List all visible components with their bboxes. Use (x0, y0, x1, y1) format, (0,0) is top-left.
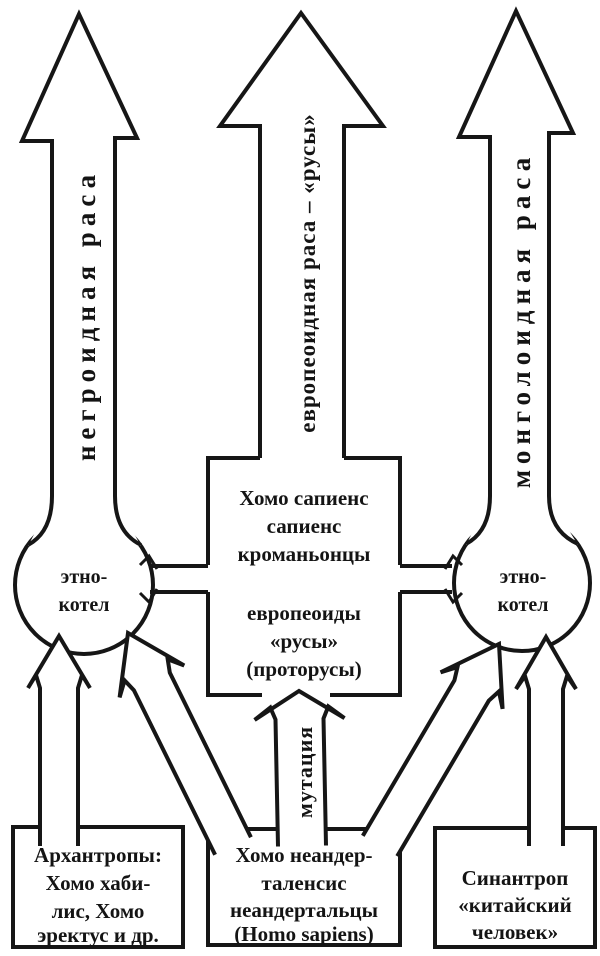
arrow-neanderthal-to-right-cauldron (361, 640, 505, 858)
right-upper-arrowhead-icon (443, 553, 464, 570)
central-box-line-2: сапиенс (267, 514, 342, 538)
negroid-race-label: негроидная раса (71, 169, 101, 461)
europeoid-race-label: европеоидная раса – «русы» (295, 113, 320, 432)
cauldron-right-label-2: котел (498, 594, 549, 616)
central-box-line-1: Хомо сапиенс (239, 486, 368, 510)
arrow-neanderthal-to-left-cauldron (117, 629, 253, 856)
cauldron-right-label-1: этно- (500, 566, 547, 588)
block-arrows-group (26, 629, 578, 858)
archanthropus-line-1: Архантропы: (34, 843, 162, 867)
central-box-line-5: «русы» (270, 629, 338, 653)
central-box-line-6: (проторусы) (246, 657, 362, 681)
sinanthropus-line-3: человек» (472, 920, 558, 944)
central-box-line-4: европеоиды (247, 601, 361, 625)
left-upper-arrowhead-icon (138, 553, 159, 570)
neanderthal-line-2: таленсис (261, 871, 346, 895)
neanderthal-line-3: неандертальцы (230, 898, 378, 922)
archanthropus-line-4: эректус и др. (37, 923, 159, 947)
archanthropus-line-3: лис, Хомо (52, 899, 145, 923)
central-box (206, 456, 402, 697)
arrow-archanthropus-to-left-cauldron (26, 632, 92, 846)
left-lower-arrowhead-icon (138, 588, 159, 605)
right-lower-arrowhead-icon (443, 588, 464, 605)
arrow-sinanthropus-to-right-cauldron (514, 632, 578, 846)
europeoid-race-arrow (216, 9, 387, 458)
archanthropus-line-2: Хомо хаби- (46, 871, 151, 895)
cauldron-left-label-2: котел (59, 594, 110, 616)
central-box-line-3: кроманьонцы (238, 542, 371, 566)
sinanthropus-box (433, 826, 597, 949)
neanderthal-box (206, 827, 402, 947)
mutation-label: мутация (292, 726, 317, 818)
archanthropus-box (11, 825, 185, 949)
sinanthropus-line-1: Синантроп (462, 866, 569, 890)
mongoloid-race-label: монголоидная раса (506, 152, 536, 488)
mutation-arrow (253, 688, 346, 847)
sinanthropus-line-2: «китайский (458, 893, 572, 917)
exchange-channel-rails (150, 564, 452, 594)
mongoloid-race-arrow (455, 6, 579, 546)
cauldron-left-label-1: этно- (61, 566, 108, 588)
neanderthal-line-4: (Homo sapiens) (234, 922, 373, 946)
neanderthal-line-1: Хомо неандер- (235, 843, 372, 867)
negroid-race-arrow (18, 9, 142, 547)
